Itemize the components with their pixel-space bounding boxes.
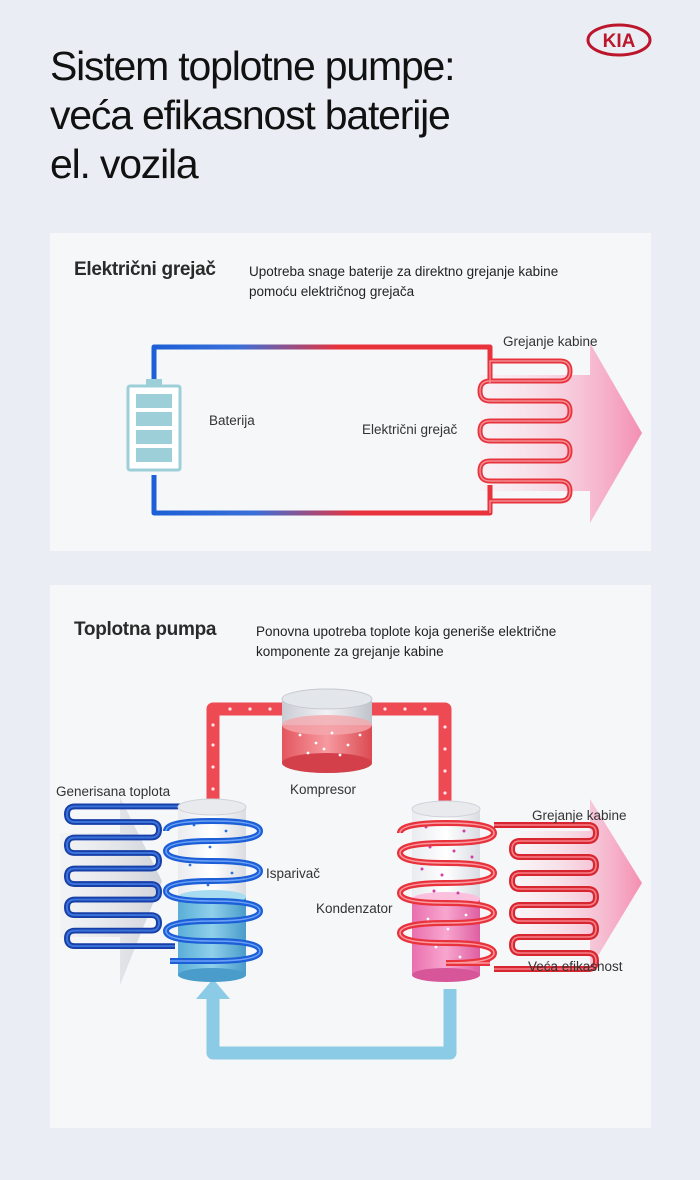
title-line-2: veća efikasnost baterije (50, 92, 451, 138)
return-arrow-icon (196, 979, 230, 999)
electric-heater-panel: Električni grejač Upotreba snage baterij… (50, 233, 651, 551)
electric-heater-description-line-1: Upotreba snage baterije za direktno grej… (249, 264, 559, 279)
heat-pump-heading: Toplotna pumpa (74, 619, 217, 640)
logo-text: KIA (603, 31, 636, 52)
heat-pump-description: Ponovna upotreba toplote koja generiše e… (256, 622, 636, 662)
evaporator-icon (162, 798, 264, 982)
electric-heater-heading: Električni grejač (74, 259, 216, 280)
cabin-heating-label: Grejanje kabine (503, 334, 598, 349)
heat-pump-description-line-2: komponente za grejanje kabine (256, 644, 444, 659)
condenser-icon (396, 800, 498, 982)
evaporator-label: Isparivač (266, 866, 321, 881)
heater-coil-icon (477, 358, 573, 513)
page-title: Sistem toplotne pumpe: veća efikasnost b… (50, 42, 570, 189)
title-line-1: Sistem toplotne pumpe: (50, 43, 456, 89)
battery-label: Baterija (209, 413, 255, 428)
electric-heater-description-line-2: pomoću električnog grejača (249, 284, 415, 299)
compressor-icon (281, 688, 373, 773)
heater-label: Električni grejač (362, 422, 458, 437)
generated-heat-label: Generisana toplota (56, 784, 171, 799)
title-line-3: el. vozila (50, 141, 199, 187)
heat-arrow-icon (480, 343, 642, 523)
battery-icon (126, 379, 182, 472)
efficiency-label: Veća efikasnost (528, 959, 623, 974)
condenser-label: Kondenzator (316, 901, 393, 916)
compressor-label: Kompresor (290, 782, 357, 797)
heat-pump-panel: Toplotna pumpa Ponovna upotreba toplote … (50, 585, 651, 1128)
kia-logo: KIA (586, 23, 652, 57)
circuit-wire-bottom (151, 475, 493, 516)
heat-pump-diagram (60, 688, 642, 1060)
return-pipe (206, 989, 457, 1060)
electric-heater-description: Upotreba snage baterije za direktno grej… (249, 262, 639, 302)
circuit-wire-top (151, 344, 493, 383)
heat-pump-description-line-1: Ponovna upotreba toplote koja generiše e… (256, 624, 557, 639)
cabin-heating-label: Grejanje kabine (532, 808, 627, 823)
compressor-pipe (206, 702, 452, 809)
generated-heat-arrow-icon (60, 797, 162, 985)
electric-heater-diagram (126, 343, 642, 523)
